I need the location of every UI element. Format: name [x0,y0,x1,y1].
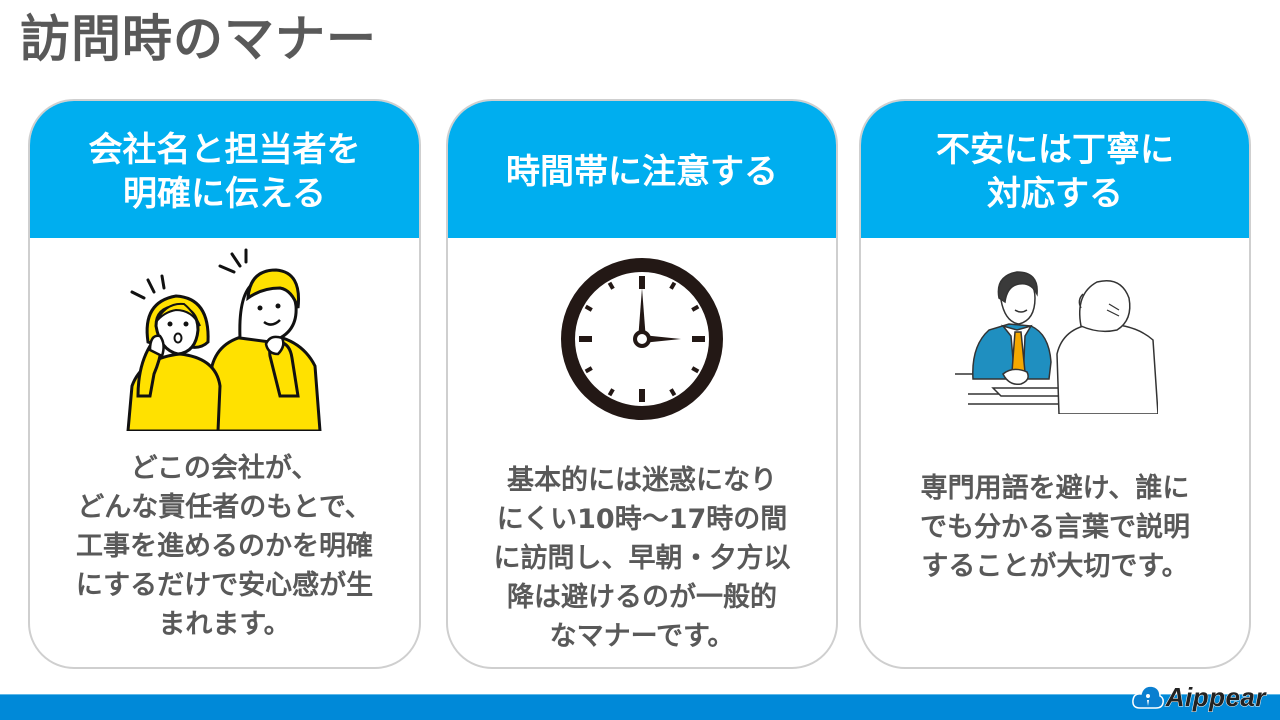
card-body-text: どこの会社が、 どんな責任者のもとで、 工事を進めるのかを明確 にするだけで安心… [75,453,374,640]
manner-card-company-name: 会社名と担当者を 明確に伝える [28,99,421,669]
consultation-meeting-icon [954,270,1158,414]
manner-card-address-concerns: 不安には丁寧に 対応する [859,99,1251,669]
card-body-text: 基本的には迷惑になり にくい10時〜17時の間 に訪問し、早朝・夕方以 降は避け… [493,465,791,652]
clock-icon [561,257,723,420]
brand-logo: Aippear [1131,681,1266,712]
card-header: 会社名と担当者を 明確に伝える [30,101,419,238]
card-header-title: 会社名と担当者を 明確に伝える [88,129,361,214]
card-description: 専門用語を避け、誰に でも分かる言葉で説明 することが大切です。 [867,469,1243,661]
manner-card-time-of-day: 時間帯に注意する 基 [446,99,838,669]
consultation-meeting-illustration [861,241,1249,436]
card-description: 基本的には迷惑になり にくい10時〜17時の間 に訪問し、早朝・夕方以 降は避け… [454,461,830,661]
card-header: 不安には丁寧に 対応する [861,101,1249,238]
card-header: 時間帯に注意する [448,101,836,238]
card-header-title: 不安には丁寧に 対応する [936,129,1174,214]
surprised-couple-illustration [30,241,419,436]
surprised-couple-icon [125,248,322,431]
card-header-title: 時間帯に注意する [506,151,778,192]
cloud-logo-icon [1131,685,1164,709]
footer-bar [0,694,1280,720]
page-title: 訪問時のマナー [20,10,377,68]
clock-illustration [448,241,836,436]
card-body-text: 専門用語を避け、誰に でも分かる言葉で説明 することが大切です。 [920,473,1190,582]
card-description: どこの会社が、 どんな責任者のもとで、 工事を進めるのかを明確 にするだけで安心… [36,449,413,661]
logo-text: Aippear [1165,681,1266,712]
